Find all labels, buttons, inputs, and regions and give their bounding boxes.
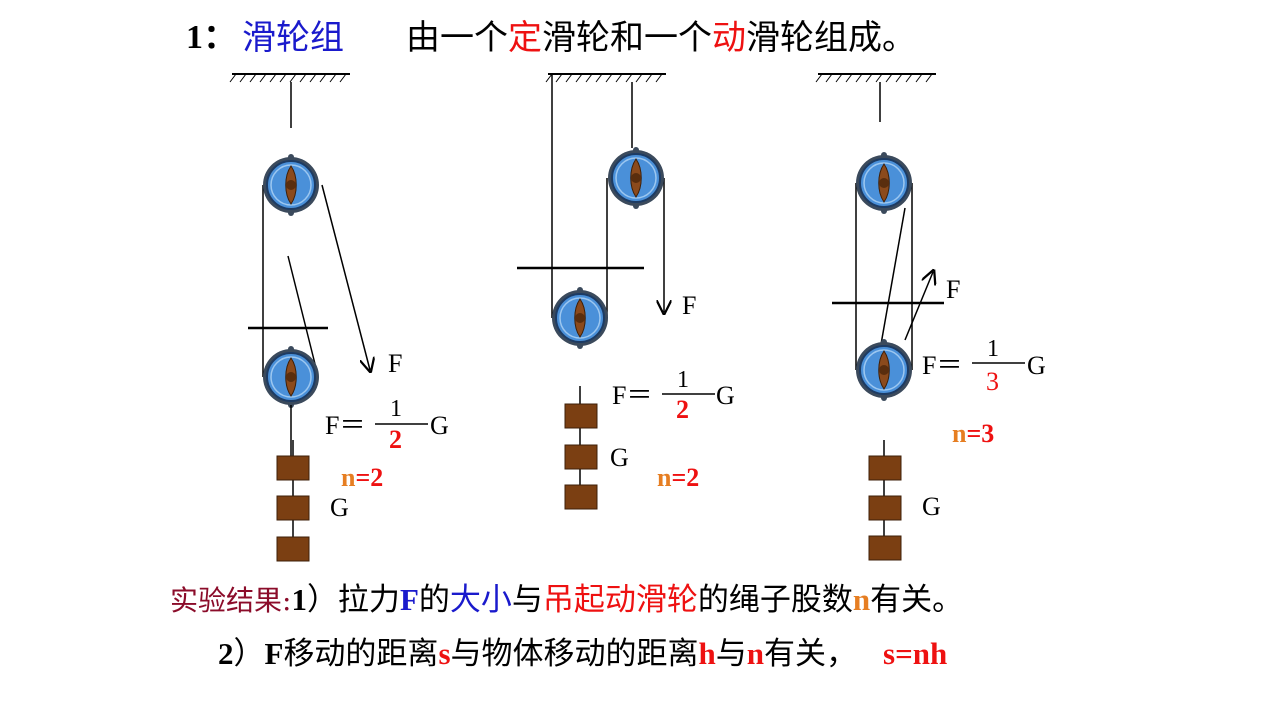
result2-n: n xyxy=(746,636,765,671)
result1-size: 大小 xyxy=(449,582,512,618)
weight-block xyxy=(564,403,598,429)
result1-text: 的绳子股数 xyxy=(697,582,853,618)
result1-text: 的 xyxy=(418,582,450,618)
result2-text: 与物体移动的距离 xyxy=(450,636,699,672)
title-desc-pre: 由一个 xyxy=(406,18,508,58)
title-desc-moving: 动 xyxy=(712,18,746,58)
title-description: 由一个定滑轮和一个动滑轮组成。 xyxy=(406,14,916,62)
weight-label-2: G xyxy=(610,443,629,472)
title-number: 1： xyxy=(186,19,237,56)
n-label-1: n=2 xyxy=(341,463,383,492)
result1-text: 有关。 xyxy=(870,582,964,618)
fixed-pulley-3 xyxy=(855,151,913,215)
ceiling-1 xyxy=(229,73,350,83)
result2-num: 2 xyxy=(218,636,234,671)
result-line-1: 实验结果:1）拉力F的大小与吊起动滑轮的绳子股数n有关。 xyxy=(170,578,963,623)
title-topic: 滑轮组 xyxy=(242,18,344,58)
eq-den-2: 2 xyxy=(676,395,689,424)
result2-text: ） xyxy=(233,636,265,672)
result2-text: 有关， xyxy=(764,636,858,672)
weight-label-3: G xyxy=(922,492,941,521)
eq-num-1: 1 xyxy=(390,396,402,422)
result2-s: s xyxy=(438,636,451,671)
result2-formula: s=nh xyxy=(883,636,948,671)
weight-block xyxy=(564,484,598,510)
eq-num-3: 1 xyxy=(987,336,999,362)
result-line-2: 2）F移动的距离s与物体移动的距离h与n有关， s=nh xyxy=(218,632,947,676)
result1-text: 与 xyxy=(511,582,543,618)
eq-rhs-1: G xyxy=(430,411,449,440)
title-desc-post: 滑轮组成。 xyxy=(746,18,916,58)
weight-block xyxy=(276,495,310,521)
result1-num: 1 xyxy=(291,582,307,617)
eq-rhs-3: G xyxy=(1027,351,1046,380)
ceiling-2 xyxy=(545,73,666,83)
n-label-2: n=2 xyxy=(657,463,699,492)
eq-rhs-2: G xyxy=(716,381,735,410)
eq-lhs-2: F＝ xyxy=(612,381,652,410)
figure-1: F F＝ 1 2 G n=2 G xyxy=(229,73,449,562)
fixed-pulley-2 xyxy=(607,146,665,210)
eq-den-3: 3 xyxy=(986,367,999,396)
weight-block xyxy=(276,455,310,481)
ceiling-3 xyxy=(815,73,936,83)
moving-pulley-2 xyxy=(551,286,609,350)
weight-block xyxy=(564,444,598,470)
moving-pulley-3 xyxy=(855,338,913,402)
fixed-pulley-1 xyxy=(262,153,320,217)
eq-lhs-3: F＝ xyxy=(922,351,962,380)
eq-num-2: 1 xyxy=(677,367,689,393)
eq-lhs-1: F＝ xyxy=(325,411,365,440)
result1-n: n xyxy=(852,582,871,617)
result2-h: h xyxy=(698,636,716,671)
weight-label-1: G xyxy=(330,493,349,522)
weight-block xyxy=(868,535,902,561)
result-label: 实验结果: xyxy=(170,584,292,617)
title-desc-mid: 滑轮和一个 xyxy=(542,18,712,58)
result2-text: 与 xyxy=(715,636,747,672)
eq-den-1: 2 xyxy=(389,425,402,454)
moving-pulley-1 xyxy=(262,345,320,409)
weight-block xyxy=(276,536,310,562)
result1-moving: 动滑轮 xyxy=(604,582,698,618)
n-label-3: n=3 xyxy=(952,419,994,448)
force-label-3: F xyxy=(946,275,960,304)
result1-lift: 吊起 xyxy=(542,582,605,618)
result2-F: F xyxy=(264,636,284,671)
force-label-2: F xyxy=(682,291,696,320)
weight-block xyxy=(868,455,902,481)
result1-F: F xyxy=(399,582,419,617)
force-label-1: F xyxy=(388,349,402,378)
title-desc-fixed: 定 xyxy=(508,18,542,58)
figure-3: F F＝ 1 3 G n=3 G xyxy=(815,73,1046,561)
weight-block xyxy=(868,495,902,521)
figure-2: F F＝ 1 2 G G n=2 xyxy=(517,73,735,510)
result1-text: ）拉力 xyxy=(306,582,400,618)
result2-text: 移动的距离 xyxy=(283,636,439,672)
